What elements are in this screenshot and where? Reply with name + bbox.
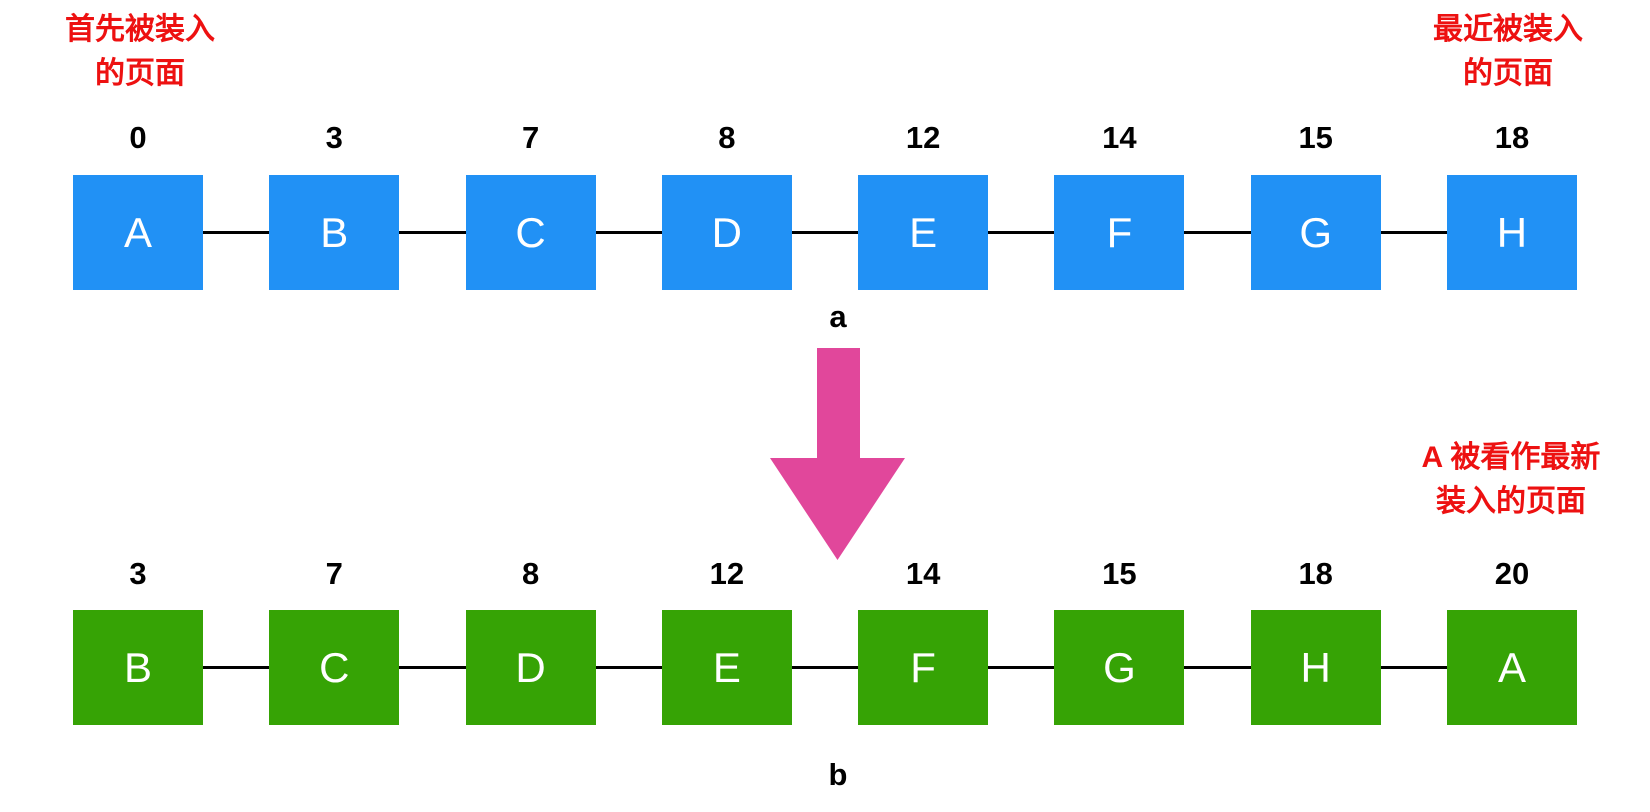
page-box: E xyxy=(858,175,989,290)
page-letter: F xyxy=(1106,208,1133,256)
load-time-row: 0 3 7 8 12 14 15 18 xyxy=(73,120,1577,156)
annotation-first-loaded: 首先被装入 的页面 xyxy=(38,8,242,96)
page-letter: E xyxy=(712,643,741,691)
load-time-label: 0 xyxy=(129,120,147,155)
page-letter: G xyxy=(1299,208,1333,256)
page-letter: B xyxy=(320,208,349,256)
load-time-label: 3 xyxy=(325,120,343,155)
page-box: F xyxy=(858,610,989,725)
page-box: G xyxy=(1250,175,1381,290)
subfigure-caption-a: a xyxy=(829,299,847,334)
page-box: A xyxy=(73,175,203,290)
page-box: B xyxy=(73,610,203,725)
load-time-label: 15 xyxy=(1102,556,1137,591)
page-box: C xyxy=(465,175,596,290)
page-letter: E xyxy=(909,208,938,256)
annotation-line: 装入的页面 xyxy=(1436,485,1586,518)
load-time-label: 12 xyxy=(905,120,941,155)
page-letter: H xyxy=(1496,208,1528,256)
page-letter: F xyxy=(910,643,936,691)
down-arrow-icon xyxy=(770,348,905,560)
page-letter: C xyxy=(319,643,350,691)
annotation-line: 最近被装入 xyxy=(1433,13,1583,46)
load-time-row: 3 7 8 12 14 15 18 20 xyxy=(73,556,1577,592)
page-letter: D xyxy=(711,208,743,256)
annotation-line: 的页面 xyxy=(95,57,185,90)
chain-link-line xyxy=(138,666,1512,669)
load-time-label: 20 xyxy=(1494,556,1530,591)
subfigure-caption-b: b xyxy=(828,757,848,792)
load-time-label: 14 xyxy=(1102,120,1137,155)
page-box: D xyxy=(661,175,792,290)
page-letter: D xyxy=(515,643,546,691)
annotation-line: 首先被装入 xyxy=(65,13,215,46)
load-time-label: 7 xyxy=(325,556,343,591)
page-letter: A xyxy=(1497,643,1526,691)
annotation-line: 的页面 xyxy=(1463,57,1553,90)
load-time-label: 15 xyxy=(1298,120,1333,155)
annotation-recently-loaded: 最近被装入 的页面 xyxy=(1406,8,1610,96)
page-box: B xyxy=(269,175,400,290)
page-box: G xyxy=(1054,610,1185,725)
page-letter: B xyxy=(123,643,152,691)
load-time-label: 7 xyxy=(521,120,540,155)
page-letter: C xyxy=(515,208,546,256)
page-letter: H xyxy=(1300,643,1331,691)
annotation-a-treated-newest: A 被看作最新 装入的页面 xyxy=(1396,436,1626,524)
chain-link-line xyxy=(138,231,1512,234)
page-box-row: B C D E F G H A xyxy=(73,610,1577,725)
page-box-row: A B C D E F G H xyxy=(73,175,1577,290)
annotation-line: A 被看作最新 xyxy=(1421,441,1601,474)
page-box: D xyxy=(465,610,596,725)
page-box: E xyxy=(661,610,792,725)
load-time-label: 18 xyxy=(1494,120,1530,155)
page-letter: A xyxy=(123,208,152,256)
page-box: H xyxy=(1446,175,1577,290)
load-time-label: 18 xyxy=(1298,556,1333,591)
page-chain-a: 0 3 7 8 12 14 15 18 A B C D E F G H xyxy=(73,120,1577,290)
page-box: A xyxy=(1446,610,1577,725)
page-box: H xyxy=(1250,610,1381,725)
load-time-label: 14 xyxy=(905,556,941,591)
load-time-label: 12 xyxy=(709,556,745,591)
page-box: C xyxy=(269,610,400,725)
load-time-label: 8 xyxy=(521,556,540,591)
load-time-label: 8 xyxy=(718,120,736,155)
page-box: F xyxy=(1054,175,1185,290)
load-time-label: 3 xyxy=(129,556,147,591)
page-letter: G xyxy=(1103,643,1136,691)
page-chain-b: 3 7 8 12 14 15 18 20 B C D E F G H A xyxy=(73,556,1577,725)
